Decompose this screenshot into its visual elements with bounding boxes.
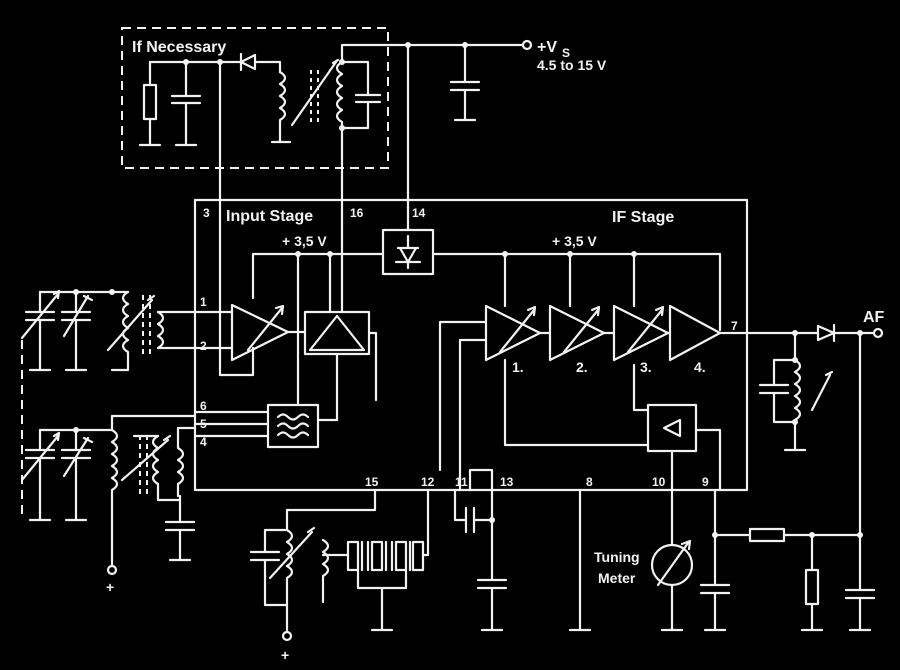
supply-rail [405, 39, 533, 202]
stage-2-label: 2. [576, 359, 588, 375]
pin-9-label: 9 [702, 475, 709, 489]
pin-8-ground [568, 488, 592, 632]
plus-left-label: + [106, 579, 114, 595]
vref-right-label: + 3,5 V [552, 233, 597, 249]
pin-6-label: 6 [200, 399, 207, 413]
if-necessary-label: If Necessary [132, 39, 226, 56]
meter-driver-block [503, 358, 722, 492]
vref-left-label: + 3,5 V [282, 233, 327, 249]
supply-voltage-label: +V [537, 39, 557, 56]
pin-3-label: 3 [203, 206, 210, 220]
pin-13-label: 13 [500, 475, 514, 489]
pin-10-label: 10 [652, 475, 666, 489]
input-amplifier [218, 198, 307, 377]
demodulator [758, 323, 884, 537]
coupling-cap-11-13 [453, 488, 508, 632]
rf-input-tank [20, 289, 234, 372]
pin-14-label: 14 [412, 206, 426, 220]
stage-4-label: 4. [694, 359, 706, 375]
if-stage-label: IF Stage [612, 209, 674, 226]
supply-range-label: 4.5 to 15 V [537, 57, 607, 73]
oscillator-tank [20, 414, 197, 576]
mixer-block [296, 198, 378, 422]
tuning-meter [650, 488, 694, 632]
regulator-block [251, 198, 722, 332]
pin-15-label: 15 [365, 475, 379, 489]
pin-2-label: 2 [200, 339, 207, 353]
stage-3-label: 3. [640, 359, 652, 375]
stage-1-label: 1. [512, 359, 524, 375]
plus-bottom-label: + [281, 647, 289, 663]
optional-network [138, 43, 410, 202]
meter-label: Meter [598, 570, 636, 586]
if-amplifier-chain [438, 304, 797, 472]
pin-8-label: 8 [586, 475, 593, 489]
pin-16-label: 16 [350, 206, 364, 220]
oscillator-block [193, 403, 320, 449]
pin-7-label: 7 [731, 319, 738, 333]
pin-12-label: 12 [421, 475, 435, 489]
tuning-label: Tuning [594, 549, 640, 565]
af-output-network [699, 488, 876, 632]
af-output-label: AF [863, 309, 885, 326]
supply-voltage-subscript: S [562, 46, 570, 60]
pin-11-label: 11 [455, 475, 468, 489]
if-filter-network [249, 488, 430, 642]
input-stage-label: Input Stage [226, 208, 313, 225]
if-feedback-lines [458, 338, 494, 492]
optional-section-box [121, 27, 389, 169]
pin-4-label: 4 [200, 435, 207, 449]
pin-1-label: 1 [200, 295, 207, 309]
pin-5-label: 5 [200, 417, 207, 431]
